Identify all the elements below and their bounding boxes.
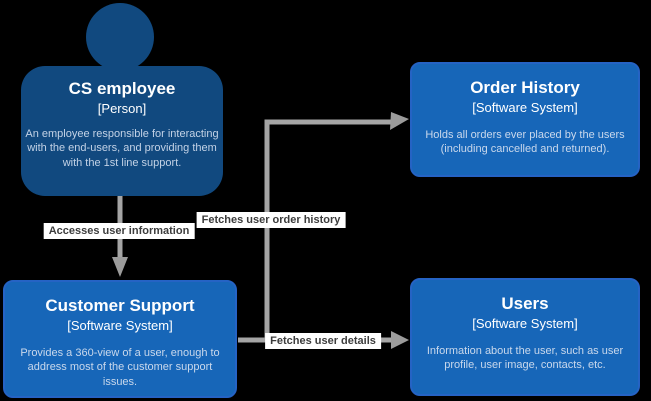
arrowhead-right-icon — [391, 331, 409, 349]
node-title: CS employee — [68, 79, 176, 98]
node-description: Provides a 360-view of a user, enough to… — [20, 346, 220, 389]
node-subtitle: [Person] — [97, 100, 147, 116]
node-cs-employee[interactable]: CS employee [Person] An employee respons… — [21, 66, 223, 196]
node-title: Users — [501, 294, 549, 313]
arrowhead-down-icon — [112, 257, 128, 277]
relationship-label-fetches-user-details: Fetches user details — [265, 333, 381, 349]
node-users[interactable]: Users [Software System] Information abou… — [410, 278, 640, 396]
node-description: Holds all orders ever placed by the user… — [425, 128, 625, 156]
node-customer-support[interactable]: Customer Support [Software System] Provi… — [3, 280, 237, 398]
node-subtitle: [Software System] — [472, 99, 578, 115]
relationship-label-fetches-user-order-history: Fetches user order history — [196, 212, 346, 228]
node-title: Customer Support — [45, 296, 195, 315]
node-subtitle: [Software System] — [472, 315, 578, 331]
node-order-history[interactable]: Order History [Software System] Holds al… — [410, 62, 640, 177]
node-subtitle: [Software System] — [67, 317, 173, 333]
person-head-icon — [86, 3, 154, 71]
relationship-label-accesses-user-information: Accesses user information — [43, 223, 195, 239]
node-description: Information about the user, such as user… — [426, 344, 624, 372]
node-description: An employee responsible for interacting … — [25, 127, 219, 170]
arrowhead-right-icon — [390, 112, 409, 130]
node-title: Order History — [470, 78, 580, 97]
